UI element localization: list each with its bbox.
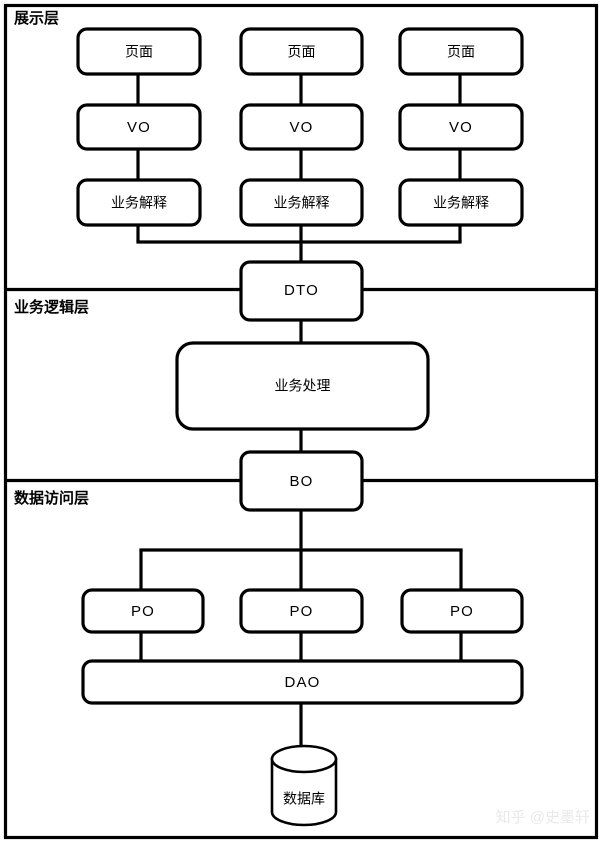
node-interpret-2-label: 业务解释 bbox=[274, 195, 330, 211]
layer-label-business-logic: 业务逻辑层 bbox=[14, 298, 89, 316]
node-page-1-shape bbox=[76, 27, 202, 76]
node-page-1[interactable]: 页面 bbox=[76, 27, 202, 76]
node-business-process-shape bbox=[175, 341, 430, 431]
node-vo-1-label: VO bbox=[127, 119, 151, 136]
node-page-3-shape bbox=[398, 27, 524, 76]
node-dto-label: DTO bbox=[284, 282, 319, 299]
node-business-process-label: 业务处理 bbox=[275, 378, 331, 394]
node-vo-1[interactable]: VO bbox=[76, 103, 202, 151]
node-bo[interactable]: BO bbox=[239, 450, 364, 512]
node-vo-1-shape bbox=[76, 103, 202, 151]
node-po-2[interactable]: PO bbox=[239, 588, 364, 634]
node-vo-3[interactable]: VO bbox=[398, 103, 524, 151]
node-vo-2-label: VO bbox=[289, 119, 313, 136]
node-page-1-label: 页面 bbox=[125, 44, 153, 60]
node-vo-2-shape bbox=[239, 103, 364, 151]
node-dao[interactable]: DAO bbox=[81, 659, 524, 705]
node-interpret-2[interactable]: 业务解释 bbox=[239, 178, 364, 227]
node-database-body bbox=[270, 757, 338, 827]
node-interpret-2-shape bbox=[239, 178, 364, 227]
node-bo-shape bbox=[239, 450, 364, 512]
node-po-1-label: PO bbox=[131, 603, 155, 620]
node-business-process[interactable]: 业务处理 bbox=[175, 341, 430, 431]
node-vo-2[interactable]: VO bbox=[239, 103, 364, 151]
node-database-top bbox=[270, 744, 338, 774]
node-po-2-shape bbox=[239, 588, 364, 634]
node-interpret-1-shape bbox=[76, 178, 202, 227]
layer-label-presentation: 展示层 bbox=[14, 10, 59, 27]
layer-label-data-access: 数据访问层 bbox=[14, 489, 89, 507]
node-interpret-3-label: 业务解释 bbox=[433, 195, 489, 211]
node-dao-label: DAO bbox=[284, 674, 320, 691]
node-interpret-3-shape bbox=[398, 178, 524, 227]
connector-group bbox=[136, 74, 463, 752]
node-po-3[interactable]: PO bbox=[400, 588, 524, 634]
node-page-2-label: 页面 bbox=[288, 44, 316, 60]
node-po-1[interactable]: PO bbox=[81, 588, 205, 634]
node-vo-3-shape bbox=[398, 103, 524, 151]
node-po-1-shape bbox=[81, 588, 205, 634]
node-page-3-label: 页面 bbox=[447, 44, 475, 60]
node-interpret-1[interactable]: 业务解释 bbox=[76, 178, 202, 227]
node-dto-shape bbox=[239, 260, 364, 322]
node-interpret-1-label: 业务解释 bbox=[111, 195, 167, 211]
node-po-3-shape bbox=[400, 588, 524, 634]
outer-frame bbox=[3, 3, 599, 840]
node-dao-shape bbox=[81, 659, 524, 705]
node-po-3-label: PO bbox=[450, 603, 474, 620]
watermark-text: 知乎 @史墨轩 bbox=[496, 809, 590, 826]
node-database-label: 数据库 bbox=[283, 791, 325, 807]
node-bo-label: BO bbox=[289, 473, 313, 490]
node-interpret-3[interactable]: 业务解释 bbox=[398, 178, 524, 227]
node-dto[interactable]: DTO bbox=[239, 260, 364, 322]
node-page-2[interactable]: 页面 bbox=[239, 27, 364, 76]
node-page-3[interactable]: 页面 bbox=[398, 27, 524, 76]
node-vo-3-label: VO bbox=[449, 119, 473, 136]
node-po-2-label: PO bbox=[289, 603, 313, 620]
node-page-2-shape bbox=[239, 27, 364, 76]
node-database[interactable]: 数据库 bbox=[270, 744, 338, 827]
